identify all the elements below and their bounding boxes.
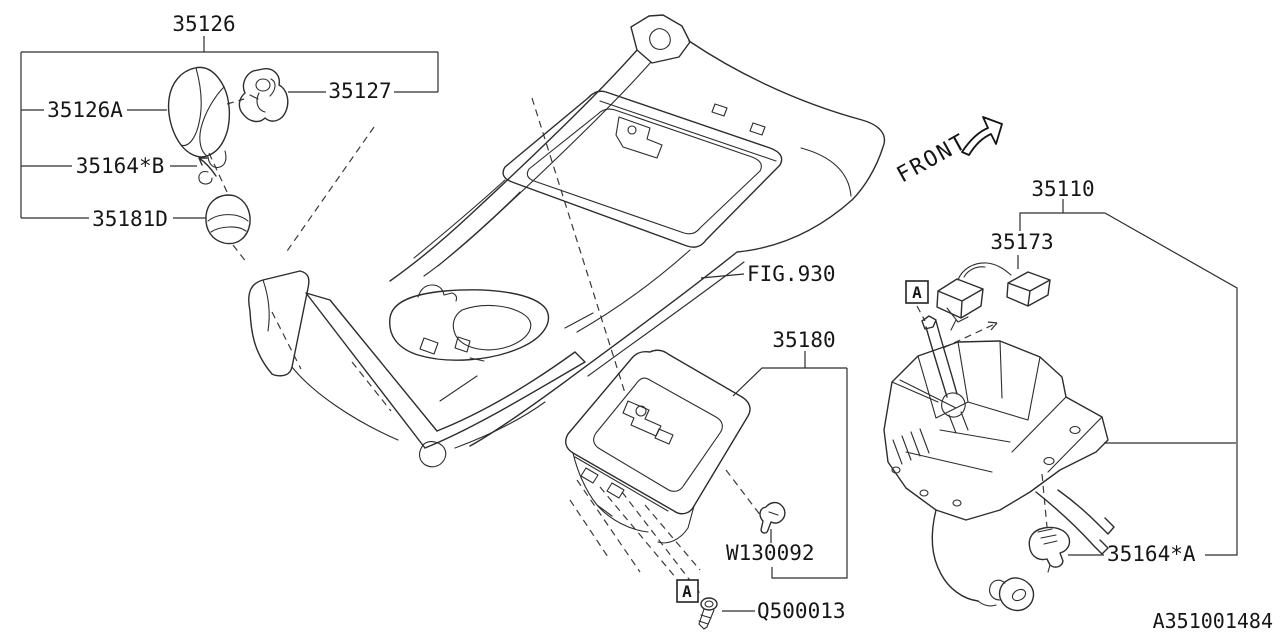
figure-reference-label: FIG.930: [747, 262, 836, 286]
front-arrow-icon: [961, 116, 1003, 156]
part-label-35164a: 35164*A: [1107, 542, 1196, 566]
part-label-35110: 35110: [1031, 177, 1094, 201]
part-label-35181d: 35181D: [92, 207, 168, 231]
knob-group-bracket: [20, 36, 439, 219]
selector-assembly-bracket: [1017, 199, 1238, 556]
boot-drawing: [205, 194, 251, 245]
knob-insert-drawing: [238, 68, 289, 123]
front-label: FRONT: [893, 129, 972, 188]
part-label-35164b: 35164*B: [76, 154, 165, 178]
view-marker-a-screw-label: A: [682, 582, 692, 601]
shift-knob-drawing: [167, 66, 231, 169]
part-label-35173: 35173: [990, 230, 1053, 254]
part-label-35126a: 35126A: [47, 98, 123, 122]
indicator-plate-drawing: [565, 349, 751, 544]
assembly-dashed-lines: [208, 97, 1048, 597]
part-label-35126: 35126: [172, 12, 235, 36]
screw-drawing: [698, 597, 718, 630]
selector-assembly-drawing: [883, 315, 1115, 612]
console-drawing: [248, 14, 886, 468]
spring-pin-b-drawing: [198, 157, 217, 185]
view-marker-a-screw: A: [676, 579, 699, 603]
part-label-35180: 35180: [772, 328, 835, 352]
part-label-q500013: Q500013: [757, 599, 846, 623]
front-direction-indicator: FRONT: [893, 116, 1003, 188]
part-label-35127: 35127: [328, 79, 391, 103]
clip-drawing: [759, 501, 786, 534]
connector-drawing: [936, 262, 1051, 331]
part-label-w130092: W130092: [726, 541, 815, 565]
spring-pin-a-drawing: [1028, 526, 1071, 573]
indicator-plate-bracket: [700, 273, 848, 612]
drawing-number: A351001484: [1153, 609, 1273, 633]
view-marker-a-lever: A: [905, 280, 929, 304]
view-marker-a-lever-label: A: [912, 283, 922, 302]
